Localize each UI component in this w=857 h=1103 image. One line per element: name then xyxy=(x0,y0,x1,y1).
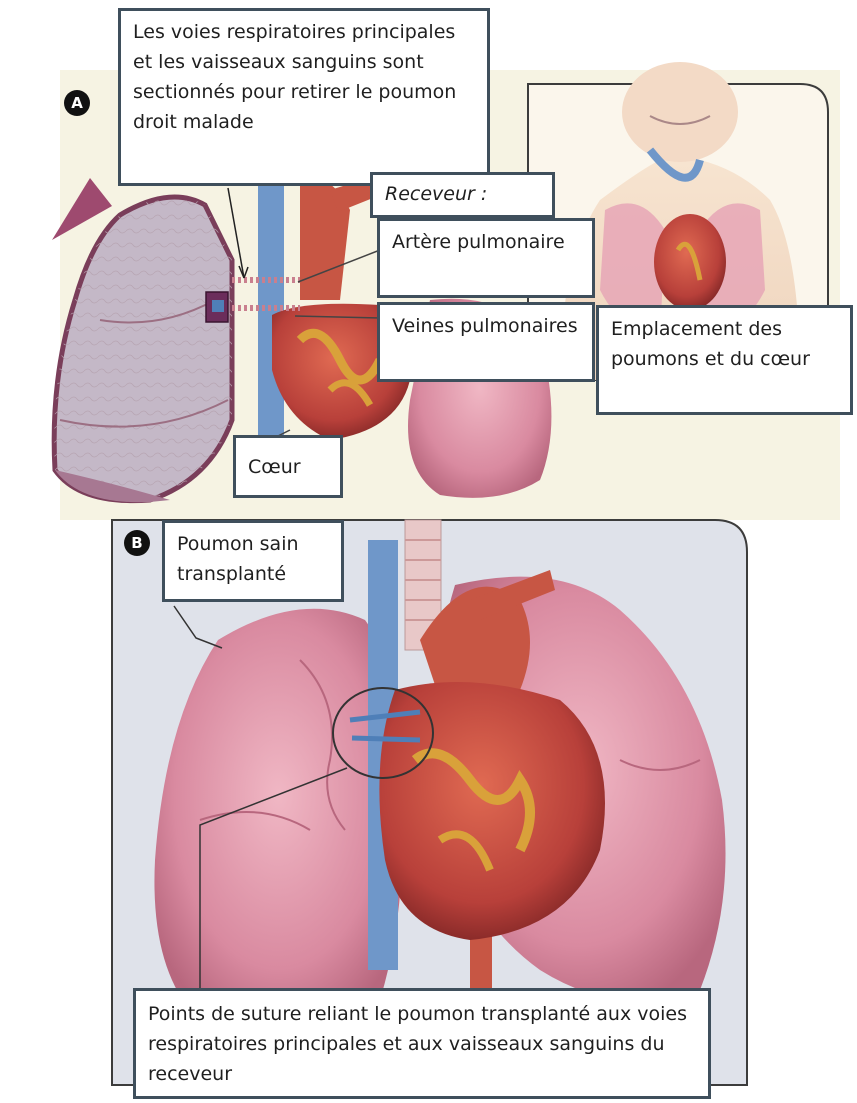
pulmonary-artery-label: Artère pulmonaire xyxy=(377,218,595,298)
sutures-label: Points de suture reliant le poumon trans… xyxy=(133,988,711,1099)
heart-label: Cœur xyxy=(233,435,343,498)
airways-cut-label: Les voies respiratoires principales et l… xyxy=(118,8,490,186)
panel-a-badge: A xyxy=(64,90,90,116)
recipient-label: Receveur : xyxy=(370,172,555,218)
healthy-lung-label: Poumon sain transplanté xyxy=(162,520,344,602)
pulmonary-veins-label: Veines pulmonaires xyxy=(377,302,595,382)
panel-b-badge: B xyxy=(124,530,150,556)
location-label: Emplacement des poumons et du cœur xyxy=(596,305,853,415)
